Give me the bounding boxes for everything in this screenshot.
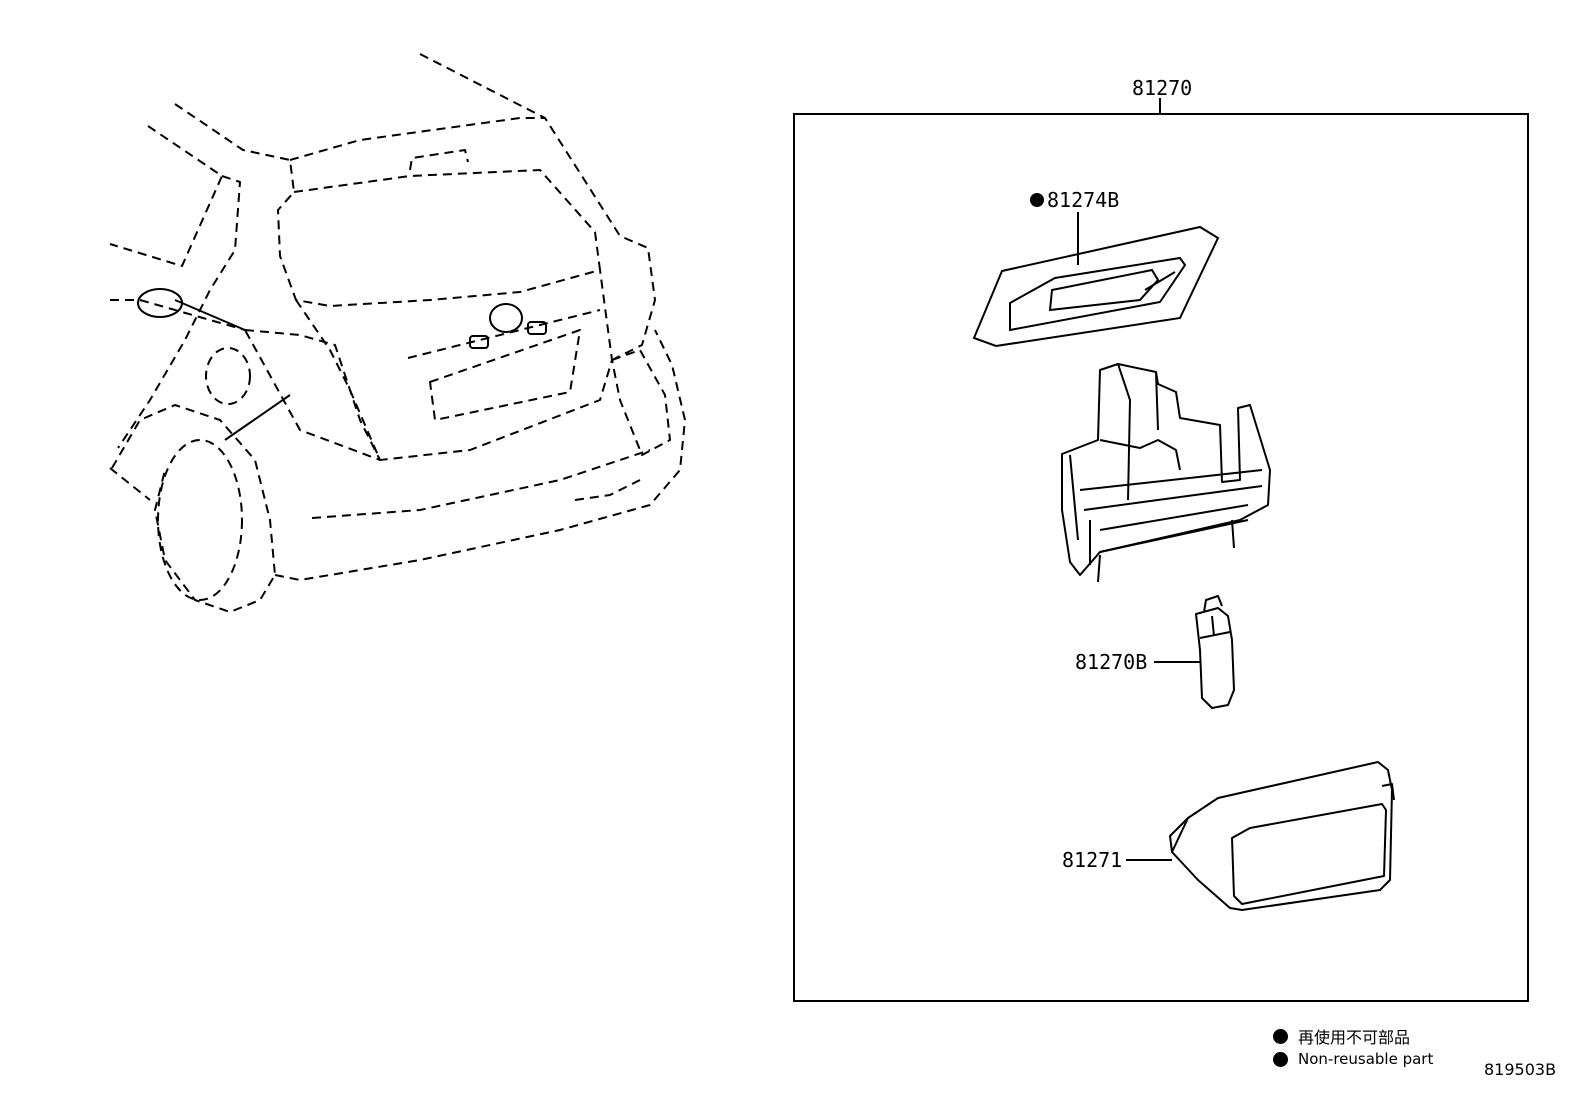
gasket-part-number: 81274B: [1047, 188, 1120, 212]
vehicle-leader-lines: [137, 288, 547, 441]
lamp-housing-illustration: [1061, 363, 1271, 583]
legend-row-japanese: 再使用不可部品: [1273, 1024, 1410, 1048]
figure-id: 819503B: [1484, 1060, 1557, 1079]
assembly-part-number: 81270: [1132, 76, 1193, 100]
legend-english-text: Non-reusable part: [1298, 1050, 1434, 1068]
non-reusable-marker-icon: [1030, 193, 1044, 207]
gasket-illustration: [972, 225, 1220, 348]
bullet-icon: [1273, 1028, 1288, 1044]
bullet-icon: [1273, 1051, 1288, 1067]
legend-japanese-text: 再使用不可部品: [1298, 1028, 1411, 1047]
bulb-illustration: [1195, 595, 1235, 709]
vehicle-rear-illustration: [109, 53, 686, 613]
lens-illustration: [1169, 761, 1395, 911]
bulb-part-number: 81270B: [1075, 650, 1148, 674]
assembly-frame: [793, 113, 1529, 1002]
legend-row-english: Non-reusable part: [1273, 1050, 1433, 1068]
lens-part-number: 81271: [1062, 848, 1123, 872]
